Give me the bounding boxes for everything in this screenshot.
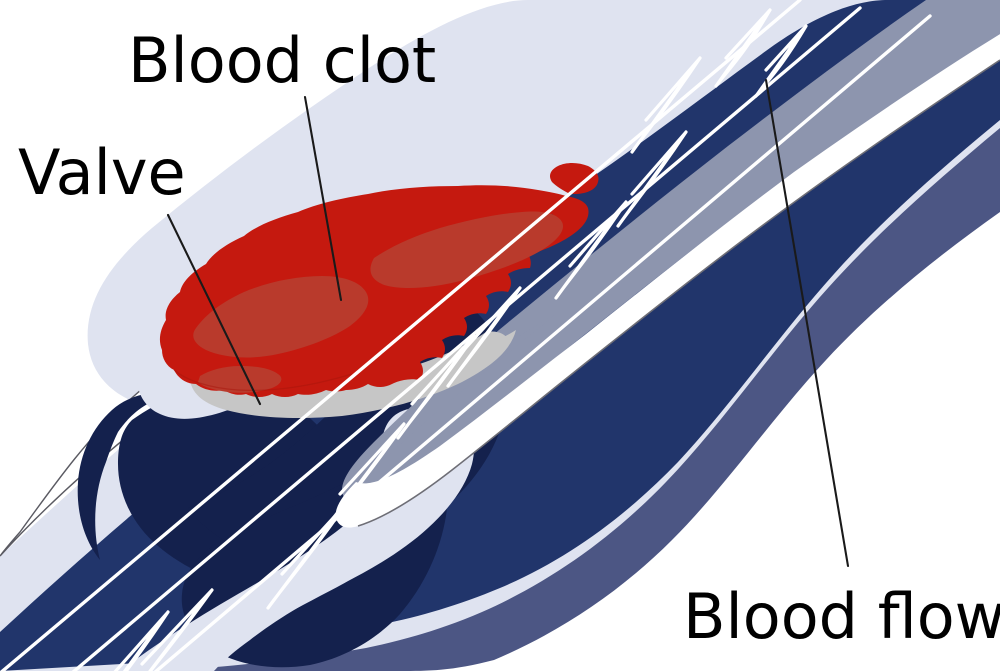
flow-arrowhead-5 [554,200,628,300]
leader-line-blood-clot [303,95,343,302]
flow-arrowhead-11 [113,610,170,671]
valve-leaflet-upper-outline [357,59,1000,527]
label-blood-flow: Blood flow [683,580,1000,653]
label-blood-clot: Blood clot [128,24,436,97]
valve-leaflet-upper-highlight [335,34,1000,528]
flow-arrowhead-9 [266,502,348,610]
leader-line-blood-flow [764,78,850,568]
diagram-labels: Blood clot Valve Blood flow [18,24,1000,653]
leader-line-valve [166,213,262,406]
flow-rail-lines [0,0,930,671]
flow-arrowhead-4 [616,130,688,228]
leader-lines [166,78,850,568]
label-valve: Valve [18,136,186,209]
flow-arrowhead-7 [396,334,476,440]
flow-arrowhead-10 [140,588,214,671]
blood-flow-arrows [0,0,930,671]
flow-arrowhead-2 [754,24,808,98]
blood-clot [159,163,599,397]
flow-arrowhead-1 [714,8,772,88]
flow-arrowhead-3 [630,56,702,154]
